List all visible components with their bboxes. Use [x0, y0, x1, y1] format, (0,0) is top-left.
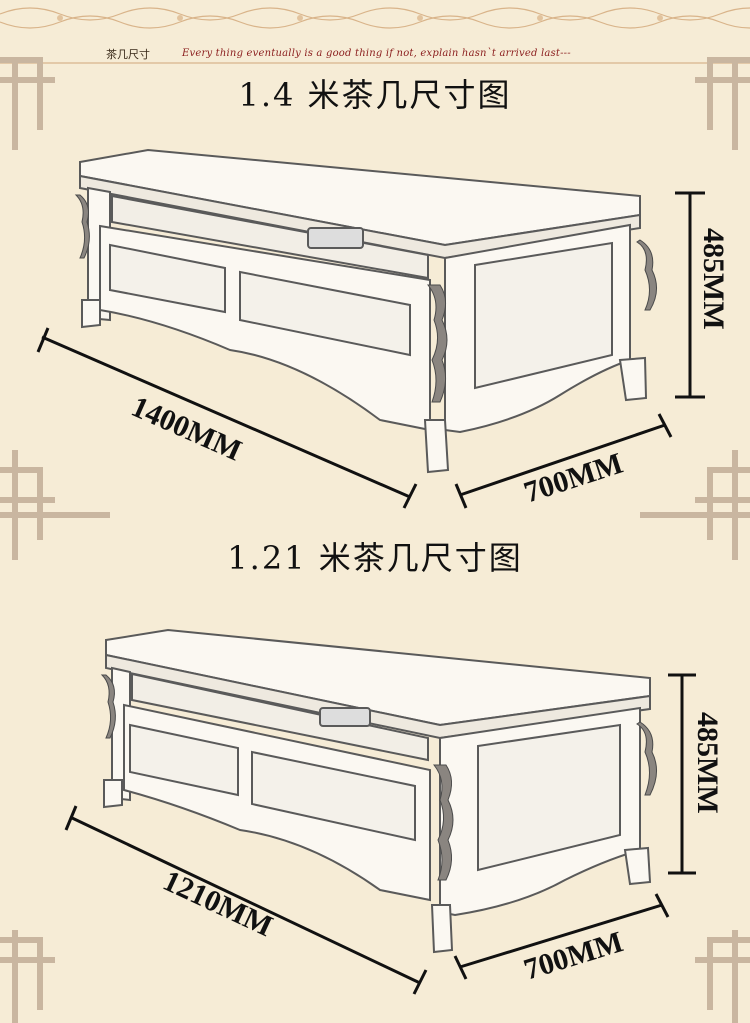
section-title-1: 1.4 米茶几尺寸图: [238, 76, 512, 114]
header-label: 茶几尺寸: [106, 48, 150, 61]
height-label-2: 485MM: [691, 712, 724, 814]
header-tagline: Every thing eventually is a good thing i…: [182, 48, 571, 59]
coffee-table-drawing-1: [36, 148, 705, 509]
section-title-2: 1.21 米茶几尺寸图: [227, 539, 523, 577]
height-label-1: 485MM: [697, 228, 730, 330]
top-ornament-border: [0, 7, 750, 29]
header-divider: [0, 62, 750, 64]
